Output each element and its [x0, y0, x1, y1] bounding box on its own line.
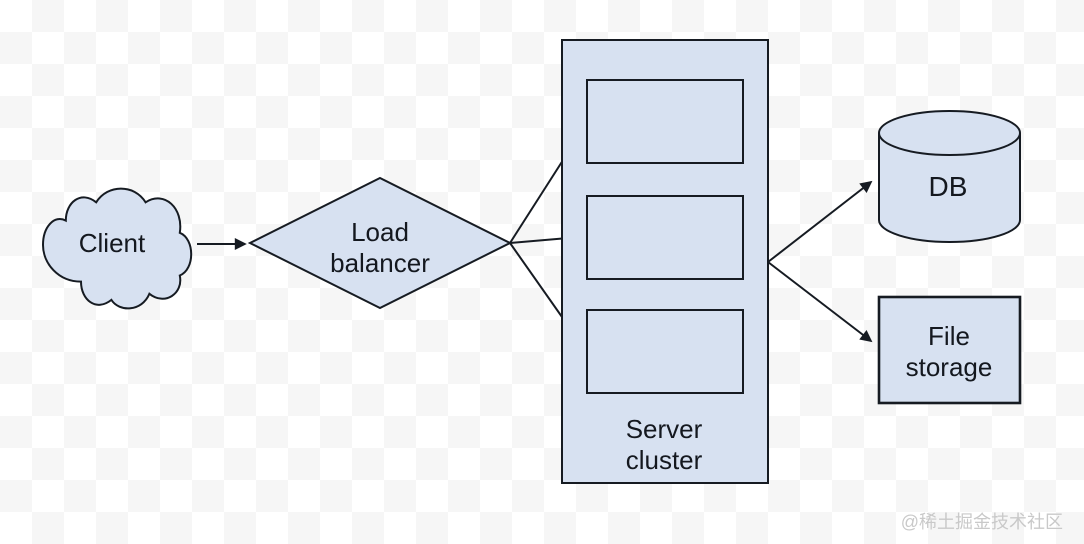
server-box-3: [586, 309, 744, 394]
cylinder-top: [878, 110, 1021, 156]
server-box-2: [586, 195, 744, 280]
edge-server-cluster-to-file-storage: [767, 261, 873, 343]
file-storage-label-line1: File: [928, 321, 970, 351]
file-storage-label-line2: storage: [906, 352, 993, 382]
file-storage-box: [877, 295, 1022, 405]
load-balancer-diamond: [247, 176, 513, 310]
db-cylinder: [878, 110, 1021, 243]
client-cloud: [43, 189, 191, 309]
watermark: @稀土掘金技术社区: [901, 512, 1063, 532]
server-cluster-label-line2: cluster: [626, 445, 703, 475]
load-balancer-label-line1: Load: [351, 217, 409, 247]
load-balancer-label-line2: balancer: [330, 248, 430, 278]
edge-server-cluster-to-db: [767, 180, 873, 263]
server-box-1: [586, 79, 744, 164]
cloud-icon: [43, 189, 191, 309]
client-label: Client: [79, 228, 146, 258]
cylinder-body: [878, 133, 1021, 243]
server-cluster-label-line1: Server: [626, 414, 703, 444]
db-label: DB: [929, 171, 968, 202]
